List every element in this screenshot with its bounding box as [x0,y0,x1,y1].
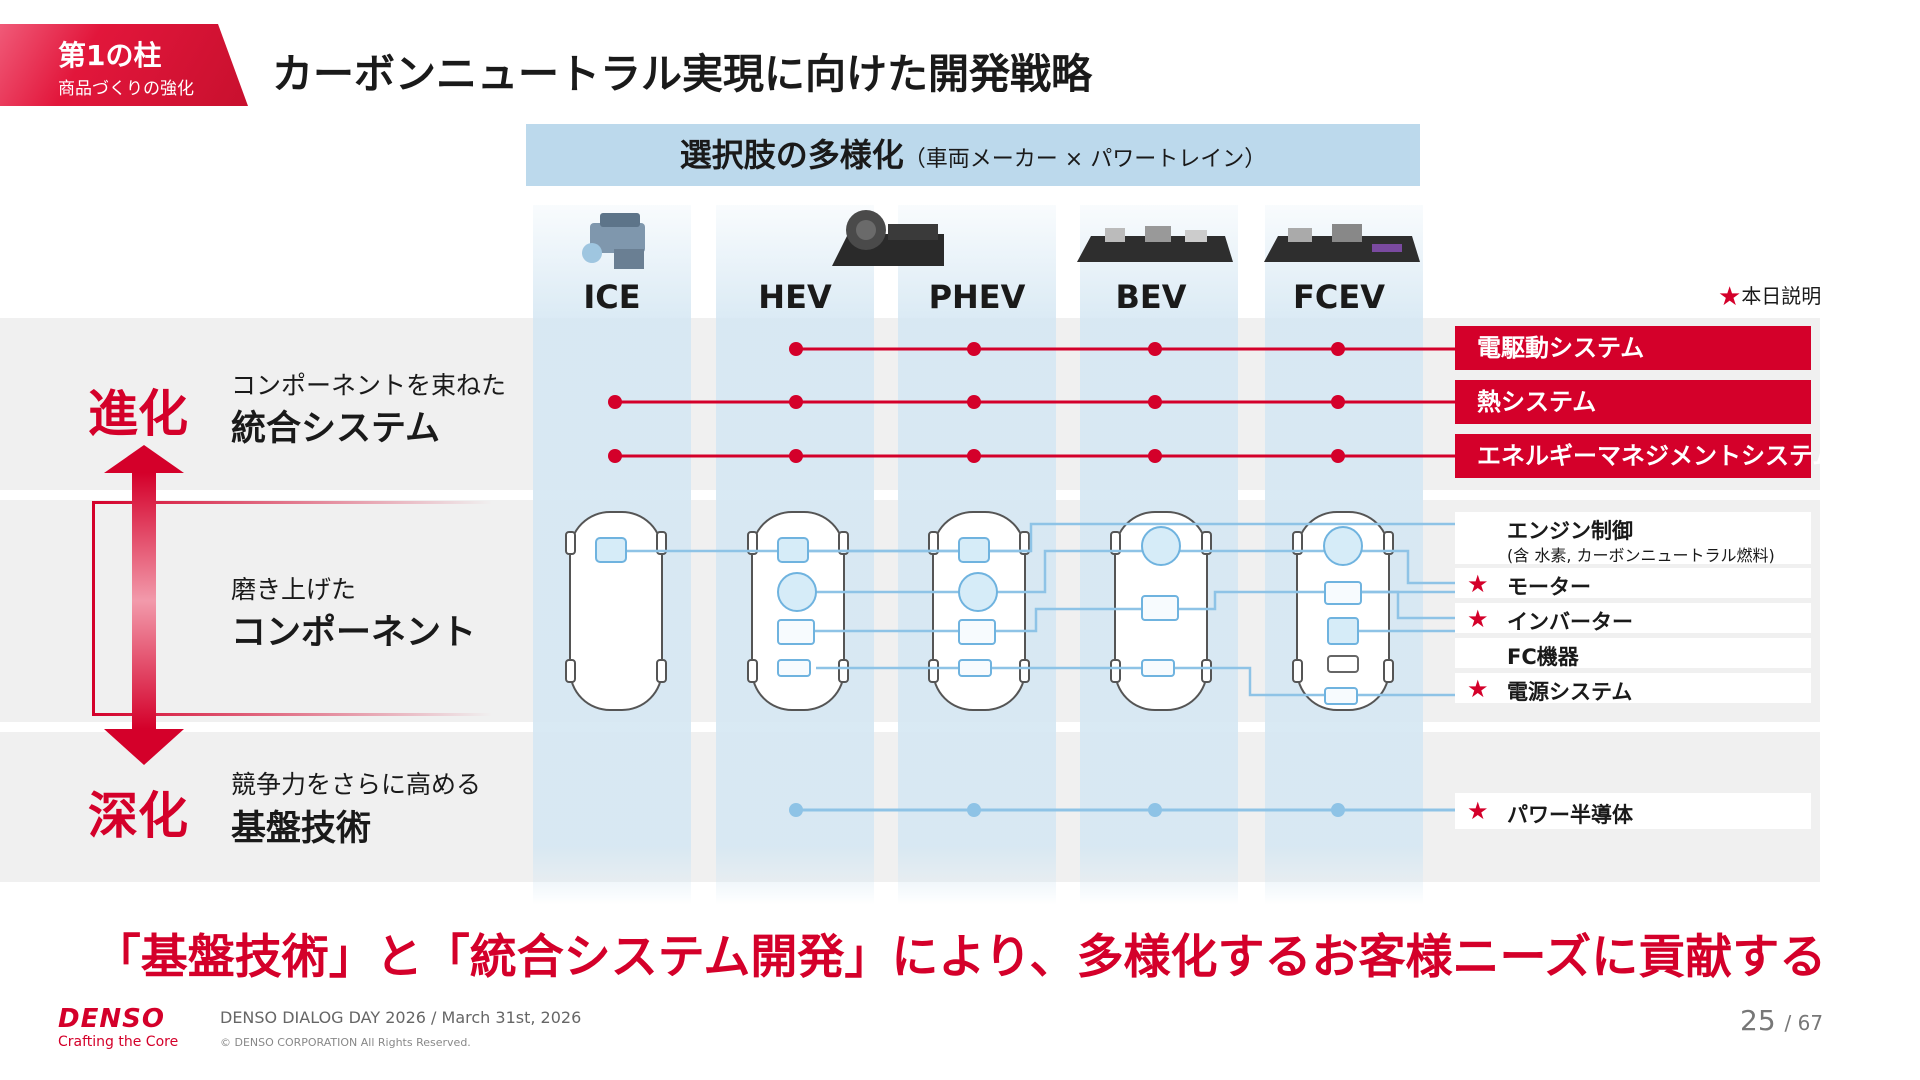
system-energy-management: エネルギーマネジメントシステム [1455,434,1836,478]
bev-unit-image [1077,226,1233,262]
ice-engine-image [582,213,645,269]
legend-text: 本日説明 [1741,284,1822,308]
star-icon: ★ [1467,675,1489,703]
pillar-badge-title: 第1の柱 [58,39,162,72]
power-semiconductor-line [789,803,1455,817]
component-inverter-label: インバーター [1507,610,1633,634]
banner-sub: （車両メーカー × パワートレイン） [903,147,1267,172]
system-electric-drive: 電駆動システム [1455,326,1811,370]
integrated-systems-heading: 統合システム [231,409,440,449]
component-motor: ★ モーター [1455,568,1811,599]
foundation-heading: 基盤技術 [231,809,372,849]
column-label-bev: BEV [1115,278,1187,316]
hev-unit-image [832,210,944,266]
evolution-label: 進化 [88,385,188,443]
star-icon: ★ [1467,797,1489,825]
component-inverter: ★ インバーター [1455,603,1811,634]
banner-main: 選択肢の多様化 [679,136,904,174]
component-power-semiconductor-label: パワー半導体 [1507,803,1633,827]
energy-management-line [608,449,1455,463]
event-info: DENSO DIALOG DAY 2026 / March 31st, 2026 [220,1008,582,1027]
thermal-line [608,395,1455,409]
component-engine-control: エンジン制御 (含 水素, カーボンニュートラル燃料) [1455,512,1811,565]
pillar-badge: 第1の柱 商品づくりの強化 [0,24,248,106]
key-message: 「基盤技術」と「統合システム開発」により、多様化するお客様ニーズに貢献する [93,930,1827,985]
electric-drive-line [789,342,1455,356]
star-icon: ★ [1467,570,1489,598]
page-number: 25 / 67 [1740,1004,1823,1037]
components-caption: 磨き上げた [231,575,357,604]
component-power-semiconductor: ★ パワー半導体 [1455,793,1811,829]
column-label-ice: ICE [583,278,641,316]
car-ice [569,511,663,711]
component-power-supply: ★ 電源システム [1455,673,1811,704]
system-thermal: 熱システム [1455,380,1811,424]
star-icon: ★ [1718,282,1742,312]
car-fcev [1296,511,1390,711]
component-lines [618,522,1455,697]
column-label-hev: HEV [758,278,832,316]
evolution-deepening-arrow [92,445,492,765]
pillar-badge-subtitle: 商品づくりの強化 [58,79,194,99]
page-total: / 67 [1784,1011,1824,1035]
page-title: カーボンニュートラル実現に向けた開発戦略 [272,50,1092,98]
column-label-fcev: FCEV [1293,278,1385,316]
component-engine-control-label: エンジン制御 [1507,519,1633,543]
page-current: 25 [1740,1004,1776,1037]
column-label-phev: PHEV [928,278,1026,316]
star-icon: ★ [1467,605,1489,633]
deepening-label: 深化 [88,787,188,845]
denso-logo: DENSO [58,1004,165,1034]
component-power-supply-label: 電源システム [1507,680,1633,704]
component-motor-label: モーター [1507,575,1591,599]
components-heading: コンポーネント [231,613,477,653]
fcev-unit-image [1264,224,1420,262]
diversification-banner: 選択肢の多様化（車両メーカー × パワートレイン） [526,124,1420,186]
component-engine-control-note: (含 水素, カーボンニュートラル燃料) [1507,546,1775,565]
legend-explained-today: ★本日説明 [1718,280,1821,312]
component-fc-equipment-label: FC機器 [1507,645,1579,669]
component-fc-equipment: FC機器 [1455,638,1811,669]
foundation-caption: 競争力をさらに高める [231,770,482,799]
copyright: © DENSO CORPORATION All Rights Reserved. [220,1036,471,1049]
integrated-systems-caption: コンポーネントを束ねた [231,371,507,400]
logo-tagline: Crafting the Core [58,1034,179,1050]
